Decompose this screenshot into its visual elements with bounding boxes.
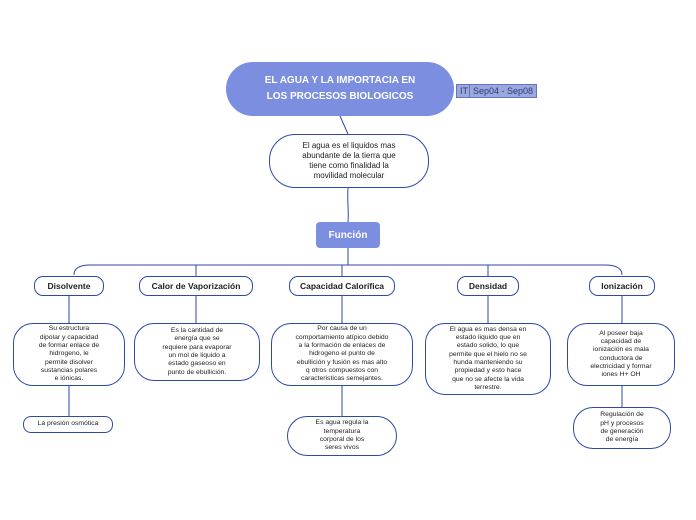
extra-text: Regulación de pH y procesos de generació…: [600, 411, 644, 444]
detail-calor-vaporizacion[interactable]: Es la cantidad de energía que se requier…: [134, 323, 260, 381]
connector-bus: [73, 264, 623, 276]
extra-text: La presión osmótica: [37, 420, 99, 428]
extra-ionizacion[interactable]: Regulación de pH y procesos de generació…: [573, 407, 671, 449]
category-label: Capacidad Calorífica: [299, 281, 385, 291]
date-range-badge[interactable]: Sep04 - Sep08: [469, 84, 538, 98]
title-text: EL AGUA Y LA IMPORTACIA EN LOS PROCESOS …: [264, 75, 416, 102]
detail-text: Su estructura dipolar y capacidad de for…: [38, 325, 100, 383]
category-label: Ionización: [601, 281, 643, 291]
extra-capacidad-calorifica[interactable]: Es agua regula la temperatura corporal d…: [287, 416, 397, 456]
detail-densidad[interactable]: El agua es mas densa en estado liquido q…: [425, 323, 551, 395]
category-label: Calor de Vaporización: [151, 281, 241, 291]
category-label: Disolvente: [47, 281, 91, 291]
category-ionizacion[interactable]: Ionización: [589, 276, 655, 296]
detail-capacidad-calorifica[interactable]: Por causa de un comportamiento atípico d…: [271, 323, 413, 386]
category-capacidad-calorifica[interactable]: Capacidad Calorífica: [289, 276, 395, 296]
title-node[interactable]: EL AGUA Y LA IMPORTACIA EN LOS PROCESOS …: [226, 62, 454, 116]
date-badge[interactable]: IT: [456, 84, 472, 98]
badge-tag: IT: [460, 85, 468, 96]
category-label: Densidad: [468, 281, 508, 291]
detail-text: Por causa de un comportamiento atípico d…: [295, 325, 389, 383]
description-text: El agua es el liquidos mas abundante de …: [302, 141, 396, 180]
description-node[interactable]: El agua es el liquidos mas abundante de …: [269, 134, 429, 188]
category-calor-vaporizacion[interactable]: Calor de Vaporización: [139, 276, 253, 296]
detail-ionizacion[interactable]: Al poseer baja capacidad de ionización e…: [567, 323, 675, 386]
badge-dates: Sep04 - Sep08: [473, 85, 534, 96]
function-node[interactable]: Función: [316, 222, 380, 248]
connector-description-function: [347, 187, 349, 223]
function-label: Función: [328, 229, 368, 241]
detail-text: Al poseer baja capacidad de ionización e…: [590, 329, 652, 379]
extra-text: Es agua regula la temperatura corporal d…: [315, 419, 369, 452]
category-disolvente[interactable]: Disolvente: [34, 276, 104, 296]
category-densidad[interactable]: Densidad: [457, 276, 519, 296]
extra-disolvente[interactable]: La presión osmótica: [23, 416, 113, 433]
connector-title-description: [339, 115, 349, 135]
detail-text: Es la cantidad de energía que se requier…: [162, 327, 232, 376]
detail-text: El agua es mas densa en estado liquido q…: [449, 325, 527, 391]
detail-disolvente[interactable]: Su estructura dipolar y capacidad de for…: [13, 323, 125, 386]
